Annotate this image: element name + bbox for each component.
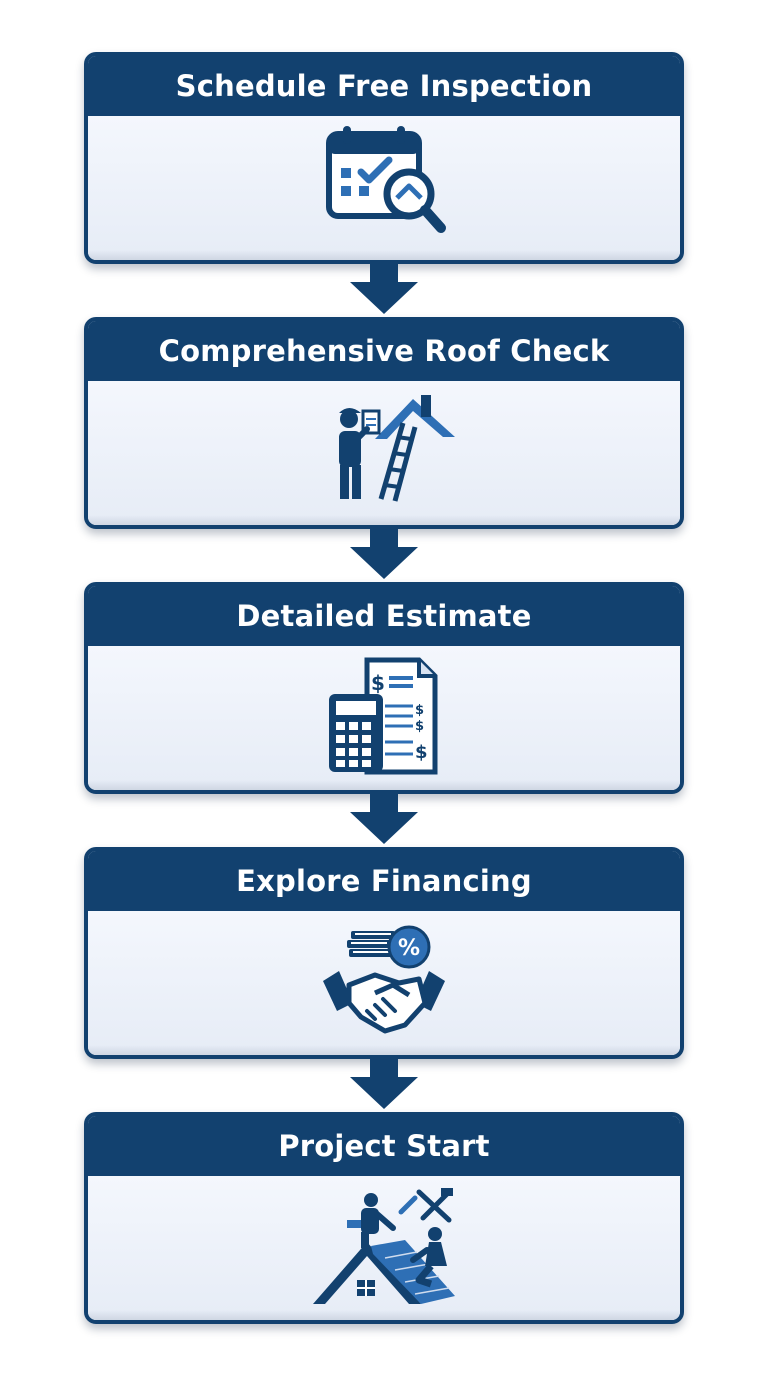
roof-inspector-ladder-icon xyxy=(339,395,455,502)
step-body: % xyxy=(88,911,680,1055)
svg-text:$: $ xyxy=(415,742,428,763)
step-title: Detailed Estimate xyxy=(88,586,680,646)
step-body xyxy=(88,116,680,260)
step-body xyxy=(88,1176,680,1320)
step-title: Schedule Free Inspection xyxy=(88,56,680,116)
step-body xyxy=(88,381,680,525)
estimate-calculator-icon: $ $ $ $ xyxy=(329,657,438,775)
svg-text:%: % xyxy=(398,936,420,961)
svg-text:$: $ xyxy=(415,719,424,734)
down-arrow-icon xyxy=(350,794,418,844)
step-card-project-start: Project Start xyxy=(84,1112,684,1324)
step-title: Comprehensive Roof Check xyxy=(88,321,680,381)
financing-handshake-icon: % xyxy=(323,925,445,1034)
down-arrow-icon xyxy=(350,1059,418,1109)
down-arrow-icon xyxy=(350,264,418,314)
svg-text:$: $ xyxy=(371,671,385,695)
svg-text:$: $ xyxy=(415,703,424,718)
step-title: Project Start xyxy=(88,1116,680,1176)
step-card-estimate: Detailed Estimate $ $ $ $ xyxy=(84,582,684,794)
down-arrow-icon xyxy=(350,529,418,579)
roofers-working-icon xyxy=(313,1188,455,1304)
calendar-inspection-icon xyxy=(326,126,446,233)
step-card-schedule-inspection: Schedule Free Inspection xyxy=(84,52,684,264)
step-card-roof-check: Comprehensive Roof Check xyxy=(84,317,684,529)
step-body: $ $ $ $ xyxy=(88,646,680,790)
step-title: Explore Financing xyxy=(88,851,680,911)
step-card-financing: Explore Financing % xyxy=(84,847,684,1059)
